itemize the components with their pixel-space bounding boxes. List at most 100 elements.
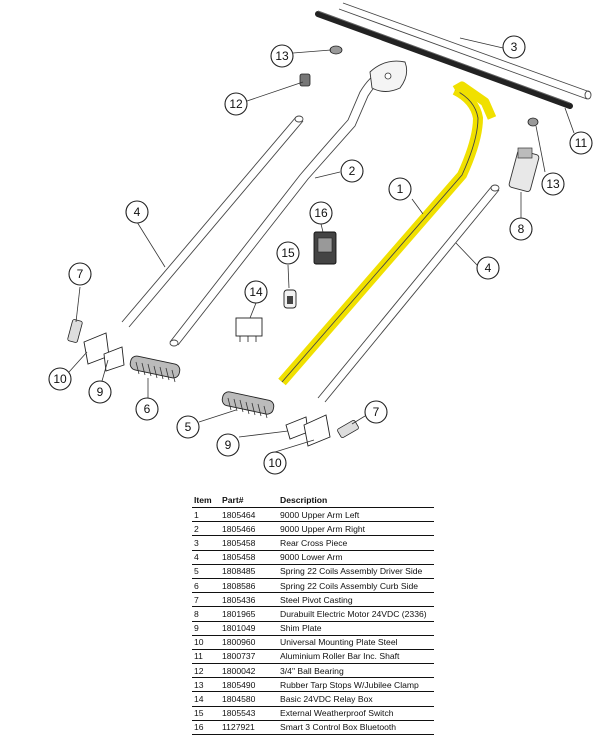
description-cell: Durabuilt Electric Motor 24VDC (2336) [278,606,434,622]
description-cell: Spring 22 Coils Assembly Curb Side [278,578,434,594]
svg-text:7: 7 [373,405,380,419]
part-number-cell: 1805543 [220,706,278,721]
description-cell: Rear Cross Piece [278,535,434,551]
callout-7-right: 7 [364,400,388,424]
item-cell: 12 [192,663,220,679]
part-number-cell: 1800960 [220,635,278,650]
header-part-number: Part# [220,494,278,508]
svg-text:2: 2 [349,164,356,178]
callout-9-right: 9 [216,433,240,457]
item-cell: 6 [192,578,220,594]
item-cell: 15 [192,706,220,721]
svg-text:3: 3 [511,40,518,54]
description-cell: Smart 3 Control Box Bluetooth [278,720,434,736]
callout-8: 8 [509,217,533,241]
description-cell: Shim Plate [278,621,434,636]
electric-motor-part [508,147,540,192]
part-number-cell: 1805458 [220,550,278,565]
svg-text:14: 14 [249,285,263,299]
svg-text:12: 12 [229,97,243,111]
item-cell: 2 [192,521,220,537]
callout-4-right: 4 [476,256,500,280]
item-cell: 7 [192,592,220,608]
callout-16: 16 [309,201,333,225]
part-number-cell: 1805466 [220,521,278,537]
item-cell: 13 [192,677,220,693]
callout-2: 2 [340,159,364,183]
weatherproof-switch-part [283,289,297,309]
parts-table-header: Item Part# Description [192,494,434,508]
svg-text:13: 13 [275,49,289,63]
svg-text:9: 9 [225,438,232,452]
lower-arm-left-part [121,115,304,328]
description-cell: Rubber Tarp Stops W/Jubilee Clamp [278,677,434,693]
svg-text:4: 4 [134,205,141,219]
item-cell: 14 [192,691,220,707]
header-description: Description [278,494,434,508]
callout-15: 15 [276,241,300,265]
svg-text:9: 9 [97,385,104,399]
description-cell: Universal Mounting Plate Steel [278,635,434,650]
item-cell: 9 [192,621,220,636]
callout-1: 1 [388,177,412,201]
lower-arm-right-part [317,184,500,403]
part-number-cell: 1801965 [220,606,278,622]
spring-driver-side-part [221,391,275,419]
callout-4-left: 4 [125,200,149,224]
callout-9-left: 9 [88,380,112,404]
svg-text:5: 5 [185,420,192,434]
callout-3: 3 [502,35,526,59]
svg-text:16: 16 [314,206,328,220]
callout-13-top: 13 [270,44,294,68]
svg-text:4: 4 [485,261,492,275]
shim-plate-left-part [103,346,125,372]
part-number-cell: 1805458 [220,535,278,551]
tarp-stop-right-part [527,117,539,127]
item-cell: 16 [192,720,220,736]
description-cell: Basic 24VDC Relay Box [278,691,434,707]
part-number-cell: 1805436 [220,592,278,608]
callout-10-left: 10 [48,367,72,391]
tarp-stop-top-part [329,45,343,55]
roller-bar-part [315,10,573,109]
item-cell: 8 [192,606,220,622]
svg-text:8: 8 [518,222,525,236]
svg-text:15: 15 [281,246,295,260]
callout-10-right: 10 [263,451,287,475]
control-box-part [313,231,337,265]
description-cell: Steel Pivot Casting [278,592,434,608]
description-cell: 9000 Upper Arm Left [278,507,434,523]
description-cell: External Weatherproof Switch [278,706,434,721]
svg-text:7: 7 [77,267,84,281]
leader-lines [68,37,575,453]
part-number-cell: 1808586 [220,578,278,594]
callout-5: 5 [176,415,200,439]
svg-text:10: 10 [268,456,282,470]
item-cell: 1 [192,507,220,523]
part-number-cell: 1804580 [220,691,278,707]
rear-cross-piece-part [338,2,592,100]
item-cell: 11 [192,649,220,665]
relay-box-part [235,317,263,342]
callout-13-right: 13 [541,172,565,196]
part-number-cell: 1800737 [220,649,278,665]
description-cell: 9000 Upper Arm Right [278,521,434,537]
header-item: Item [192,494,220,508]
item-cell: 3 [192,535,220,551]
mounting-plate-right-part [303,414,331,447]
upper-arm-left-part [278,81,497,386]
